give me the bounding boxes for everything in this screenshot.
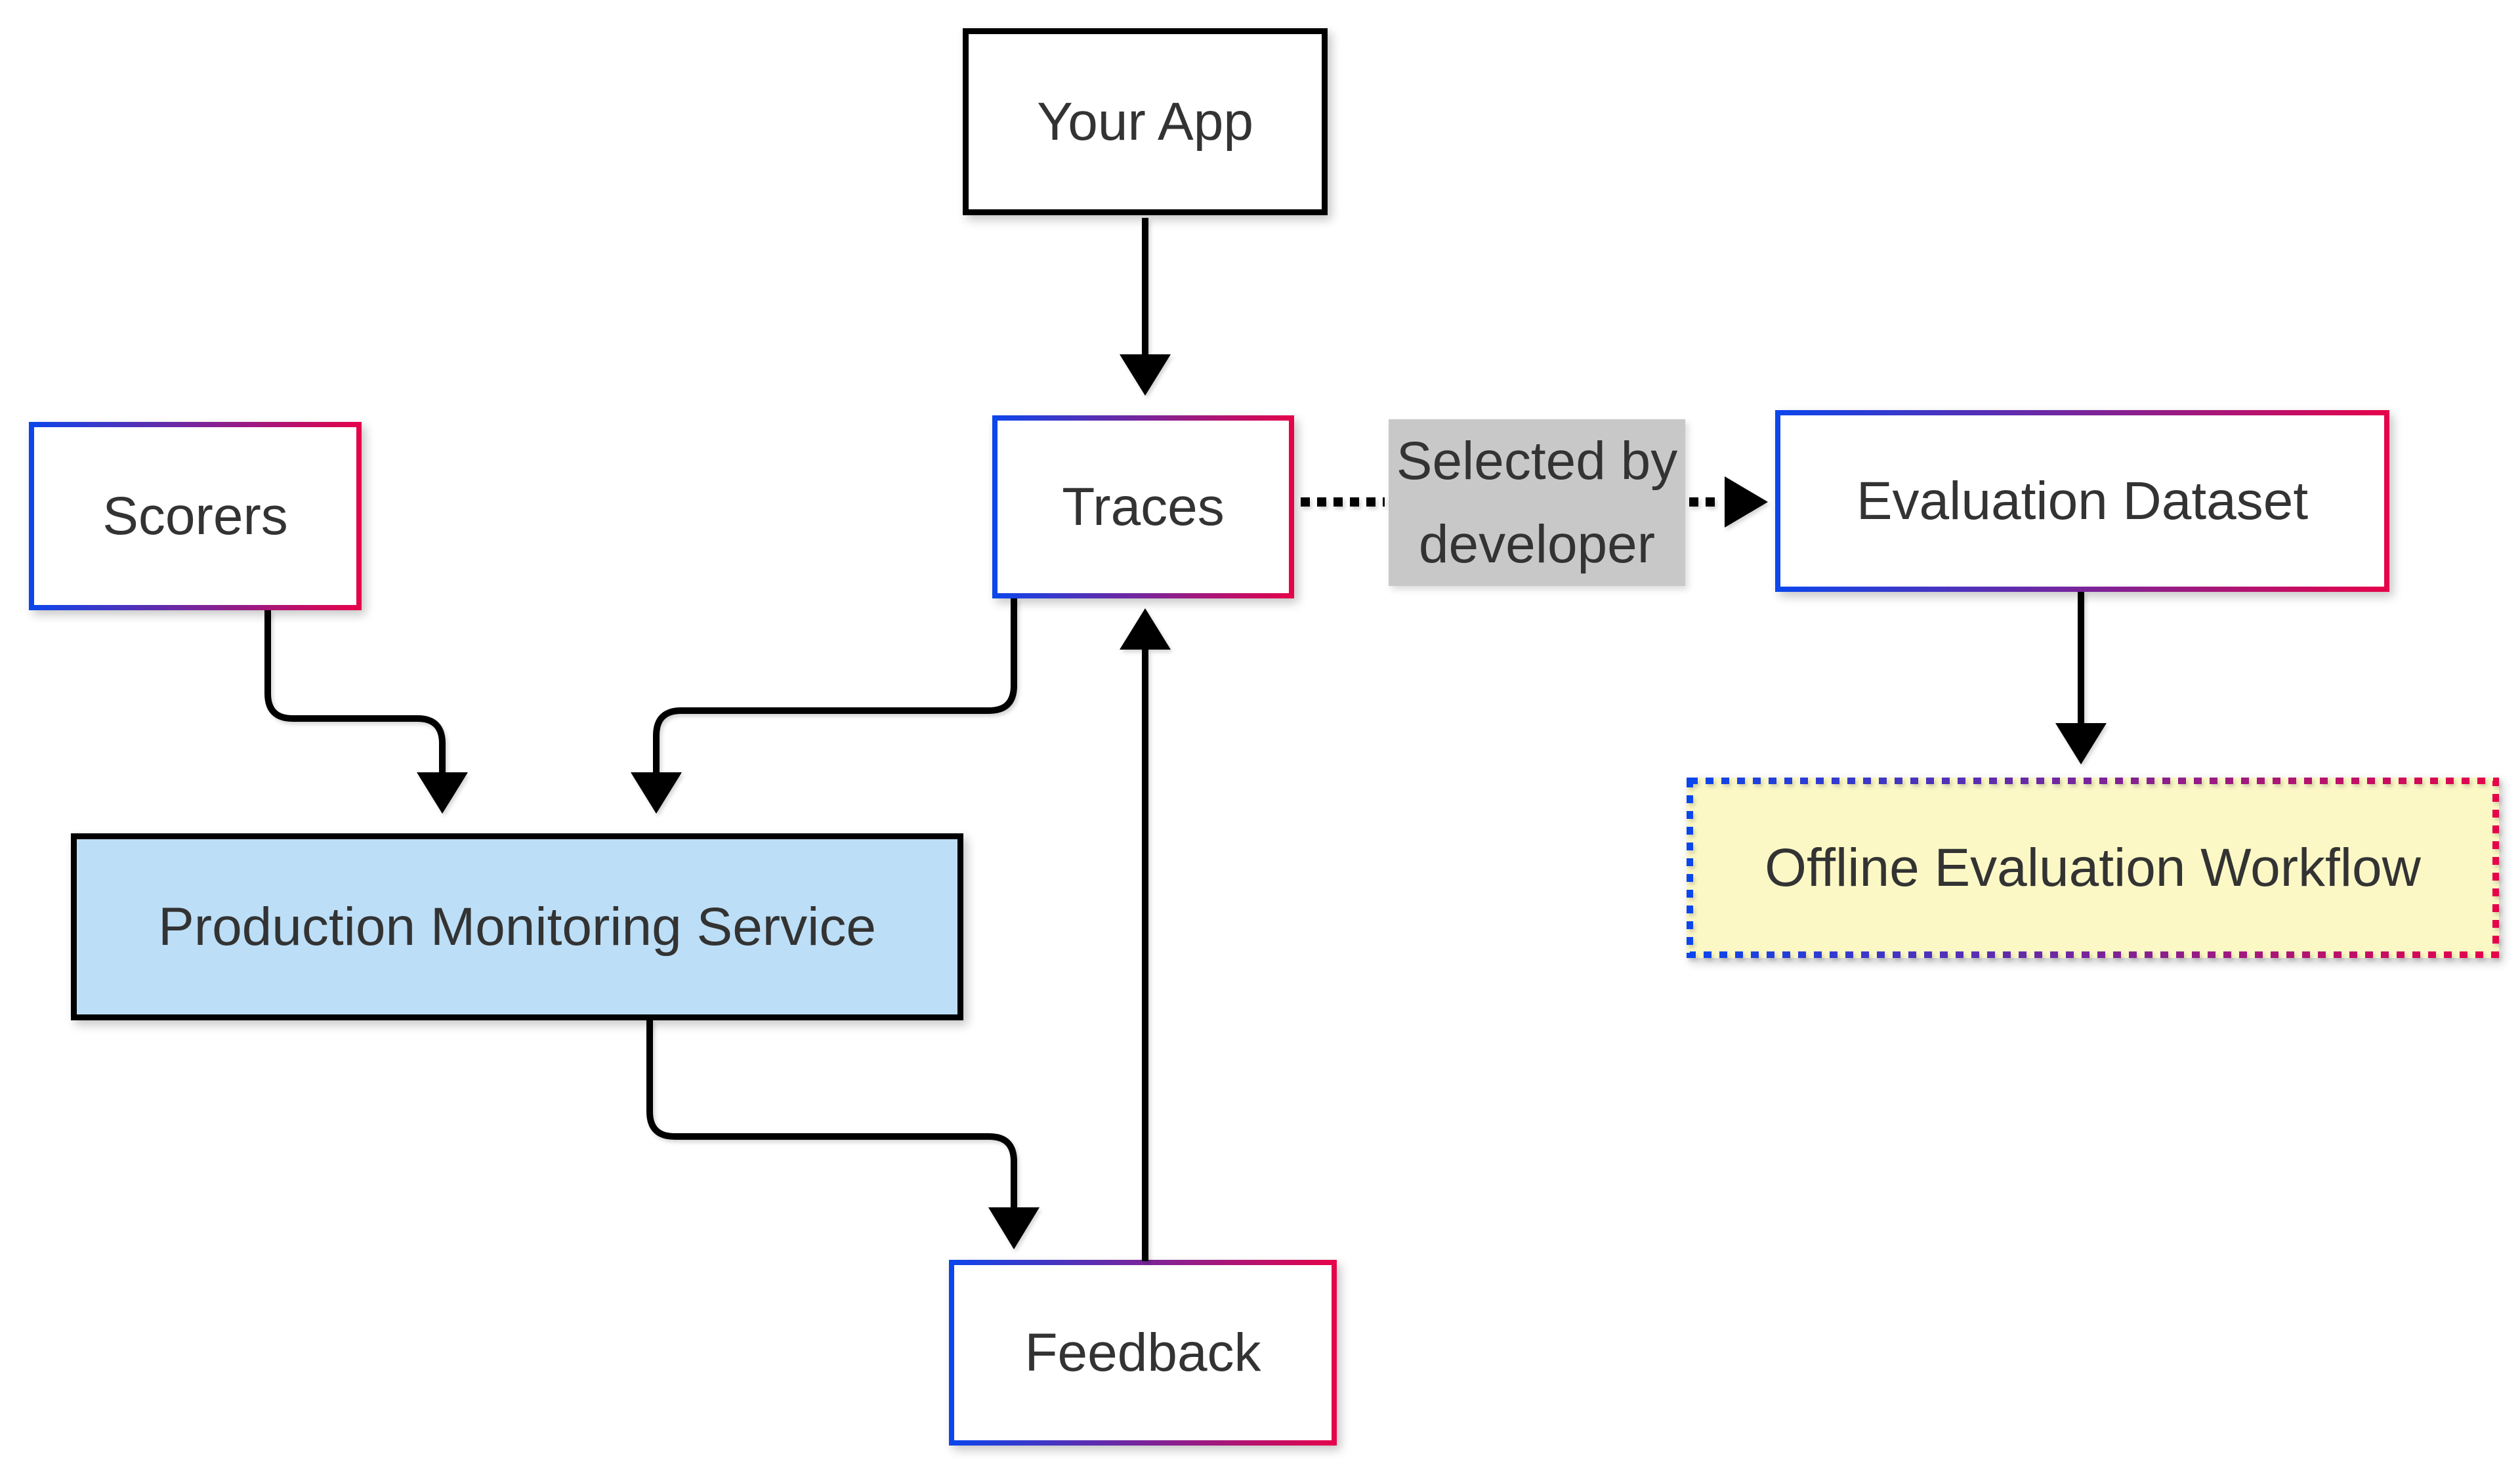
node-evaluation-dataset: Evaluation Dataset (1775, 410, 2389, 592)
node-feedback-body: Feedback (954, 1265, 1332, 1440)
edge-label-selected-by-developer-text: Selected by developer (1396, 430, 1678, 574)
node-production-monitoring-service: Production Monitoring Service (71, 833, 963, 1020)
node-traces: Traces (992, 415, 1294, 598)
node-traces-label: Traces (1062, 477, 1225, 537)
node-traces-body: Traces (998, 421, 1289, 593)
node-your-app-label: Your App (1037, 92, 1253, 152)
node-feedback-label: Feedback (1024, 1323, 1261, 1383)
node-offline-evaluation-workflow: Offline Evaluation Workflow (1687, 778, 2499, 958)
node-scorers-label: Scorers (102, 486, 288, 546)
edge-label-selected-by-developer: Selected by developer (1389, 419, 1685, 586)
node-scorers: Scorers (29, 422, 362, 610)
node-evaluation-dataset-body: Evaluation Dataset (1780, 415, 2384, 587)
node-evaluation-dataset-label: Evaluation Dataset (1856, 471, 2309, 531)
node-feedback: Feedback (949, 1260, 1337, 1446)
node-offline-evaluation-workflow-label: Offline Evaluation Workflow (1765, 838, 2421, 898)
node-production-monitoring-service-label: Production Monitoring Service (158, 897, 876, 957)
node-your-app: Your App (963, 28, 1328, 215)
node-scorers-body: Scorers (34, 427, 356, 605)
